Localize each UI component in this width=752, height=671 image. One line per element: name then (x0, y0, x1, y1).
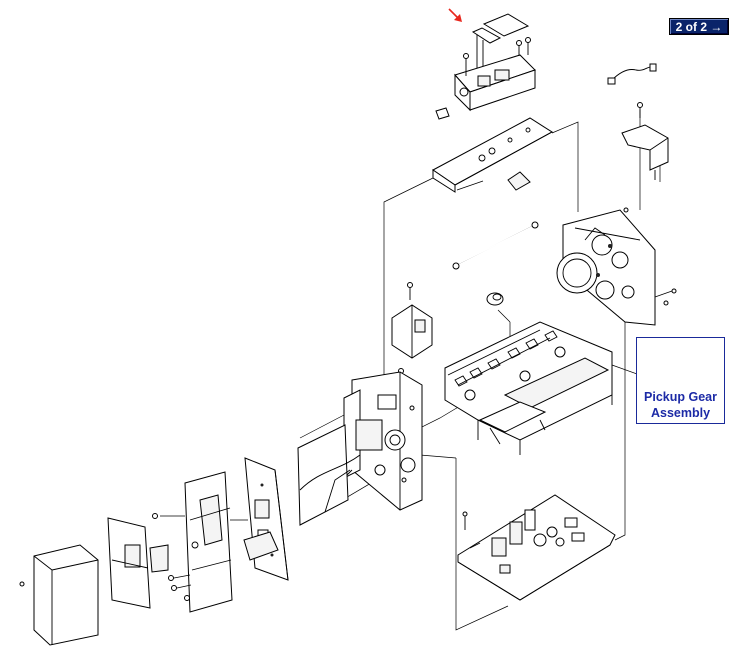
formatter-board[interactable] (244, 458, 288, 580)
top-assembly[interactable] (436, 14, 535, 119)
power-supply-board[interactable] (458, 495, 615, 600)
arrow-right-icon: → (710, 20, 723, 34)
shield-plate[interactable] (298, 425, 360, 525)
metal-chassis-panel[interactable] (153, 472, 233, 612)
left-side-plate[interactable] (344, 372, 422, 510)
page-indicator: 2 of 2 (675, 20, 707, 34)
next-page-button[interactable]: 2 of 2 → (669, 18, 729, 35)
cartridge-cover-box[interactable] (20, 545, 98, 645)
paper-pickup-frame[interactable] (445, 322, 612, 455)
rear-cover[interactable] (108, 518, 168, 608)
right-side-plate[interactable] (557, 103, 676, 326)
pickup-roller[interactable] (487, 293, 503, 305)
callout-line-1: Pickup Gear (644, 390, 717, 404)
callout-line-2: Assembly (650, 406, 711, 420)
pointer-arrow-icon (449, 9, 462, 22)
pickup-gear-callout[interactable]: Pickup Gear Assembly (636, 337, 725, 424)
callout-label: Pickup Gear Assembly (637, 389, 724, 421)
cable-harness[interactable] (608, 64, 656, 84)
sensor-bracket[interactable] (392, 283, 432, 374)
upper-bracket-plate[interactable] (433, 118, 552, 192)
roller-shaft[interactable] (453, 222, 538, 269)
